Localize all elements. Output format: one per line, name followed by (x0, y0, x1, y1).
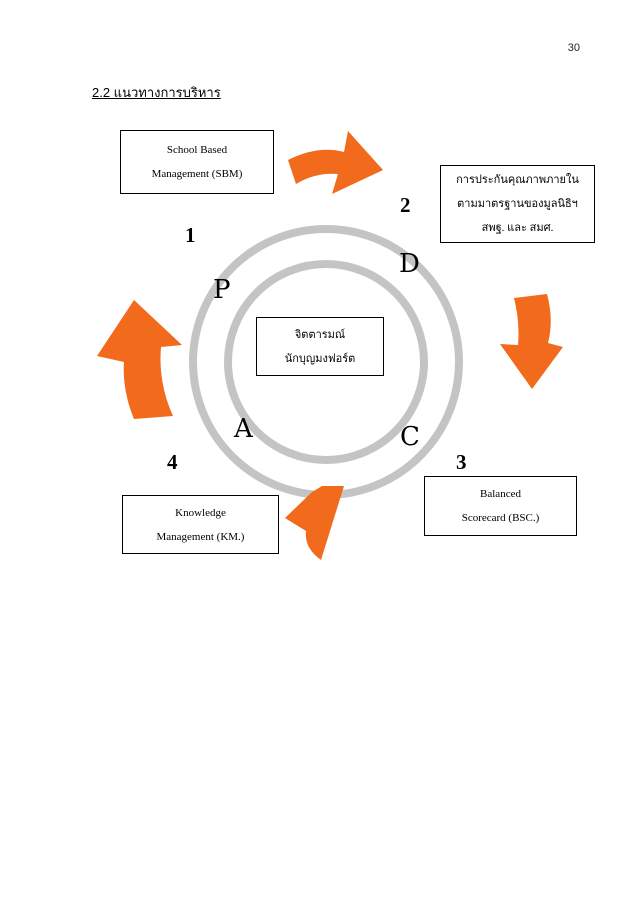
sbm-line-2: Management (SBM) (151, 168, 243, 180)
arrow-left-icon (97, 300, 182, 419)
letter-a: A (234, 414, 253, 444)
step-number-1: 1 (185, 223, 196, 247)
bsc-line-1: Balanced (480, 488, 521, 500)
bsc-box: Balanced Scorecard (BSC.) (424, 476, 577, 536)
letter-c: C (400, 422, 420, 452)
inner-ring (224, 260, 428, 464)
quality-line-1: การประกันคุณภาพภายใน (456, 174, 579, 186)
step-number-4: 4 (167, 450, 178, 474)
step-number-3: 3 (456, 450, 467, 474)
quality-line-2: ตามมาตรฐานของมูลนิธิฯ (457, 198, 578, 210)
letter-d: D (399, 249, 420, 279)
arrow-right-icon (500, 294, 563, 389)
bsc-line-2: Scorecard (BSC.) (461, 512, 540, 524)
center-line-2: นักบุญมงฟอร์ต (284, 352, 356, 365)
quality-line-3: สพฐ. และ สมศ. (481, 222, 554, 234)
page-number: 30 (567, 42, 580, 54)
step-number-2: 2 (400, 193, 411, 217)
km-line-1: Knowledge (175, 506, 226, 519)
letter-p: P (213, 275, 231, 305)
km-line-2: Management (KM.) (156, 530, 245, 543)
center-box: จิตตารมณ์ นักบุญมงฟอร์ต (256, 317, 384, 376)
quality-assurance-box: การประกันคุณภาพภายใน ตามมาตรฐานของมูลนิธ… (440, 165, 595, 243)
sbm-line-1: School Based (166, 144, 228, 156)
sbm-box: School Based Management (SBM) (120, 130, 274, 194)
arrow-bottom-icon (285, 486, 344, 560)
section-heading: 2.2 แนวทางการบริหาร (92, 85, 221, 100)
km-box: Knowledge Management (KM.) (122, 495, 279, 554)
arrow-top-icon (288, 131, 383, 194)
center-line-1: จิตตารมณ์ (294, 328, 346, 341)
